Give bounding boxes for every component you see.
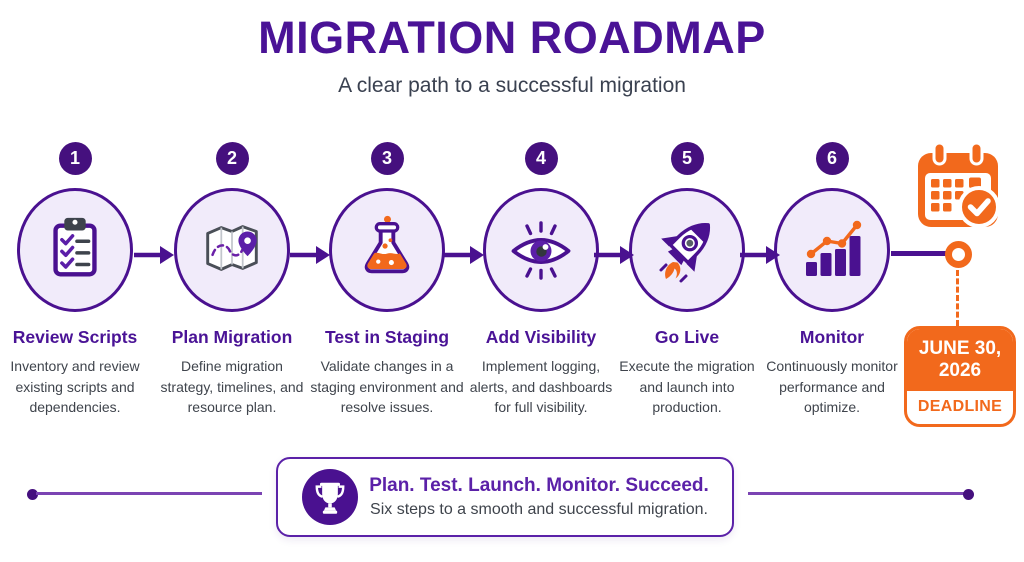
step-number-badge: 6 bbox=[815, 142, 849, 175]
step-description: Execute the migration and launch into pr… bbox=[619, 358, 755, 416]
arrow-right-icon bbox=[134, 246, 174, 264]
step-title: Monitor bbox=[799, 327, 865, 347]
step-description: Continuously monitor performance and opt… bbox=[766, 358, 898, 416]
calendar-check-icon bbox=[913, 141, 1005, 244]
step-add-visibility: 4 Add Visi bbox=[462, 142, 620, 418]
summary-subtext: Six steps to a smooth and successful mig… bbox=[370, 501, 708, 518]
map-route-icon bbox=[197, 213, 267, 288]
trophy-icon bbox=[302, 469, 358, 525]
flask-icon bbox=[352, 213, 422, 288]
deadline-date: JUNE 30, 2026 bbox=[907, 329, 1013, 391]
step-number-badge: 2 bbox=[215, 142, 249, 175]
page-title: MIGRATION ROADMAP bbox=[258, 12, 766, 63]
step-description: Implement logging, alerts, and dashboard… bbox=[469, 358, 613, 416]
arrow-right-icon bbox=[290, 246, 330, 264]
footer-rule-left-dot bbox=[27, 489, 38, 500]
step-description: Define migration strategy, timelines, an… bbox=[160, 358, 304, 416]
step-title: Plan Migration bbox=[171, 327, 293, 347]
arrow-right-icon bbox=[594, 246, 634, 264]
step-review-scripts: 1 Review Scripts Inventory and review ex… bbox=[0, 142, 154, 418]
step-description: Validate changes in a staging environmen… bbox=[310, 358, 464, 416]
summary-banner: Plan. Test. Launch. Monitor. Succeed. Si… bbox=[276, 457, 734, 537]
deadline-dashed-connector bbox=[956, 270, 959, 326]
step-icon-bubble bbox=[629, 188, 745, 312]
step-title: Add Visibility bbox=[485, 327, 597, 347]
step-number-badge: 3 bbox=[370, 142, 404, 175]
timeline-connector-line bbox=[891, 251, 948, 256]
step-number-badge: 5 bbox=[670, 142, 704, 175]
step-plan-migration: 2 Plan Migration Define migration strate… bbox=[153, 142, 311, 418]
summary-headline: Plan. Test. Launch. Monitor. Succeed. bbox=[369, 475, 709, 496]
step-icon-bubble bbox=[174, 188, 290, 312]
step-title: Go Live bbox=[654, 327, 720, 347]
step-icon-bubble bbox=[483, 188, 599, 312]
step-go-live: 5 Go Liv bbox=[608, 142, 766, 418]
arrow-right-icon bbox=[740, 246, 780, 264]
clipboard-checklist-icon bbox=[40, 213, 110, 288]
step-icon-bubble bbox=[774, 188, 890, 312]
arrow-right-icon bbox=[444, 246, 484, 264]
summary-text: Plan. Test. Launch. Monitor. Succeed. Si… bbox=[358, 475, 720, 519]
step-icon-bubble bbox=[17, 188, 133, 312]
rocket-icon bbox=[651, 212, 723, 289]
footer-rule-right-dot bbox=[963, 489, 974, 500]
step-monitor: 6 Monitor Continuously monitor performan… bbox=[753, 142, 911, 418]
step-test-in-staging: 3 Test in Staging Validate changes in a … bbox=[308, 142, 466, 418]
timeline-node-ring bbox=[945, 241, 972, 268]
step-number-badge: 1 bbox=[58, 142, 92, 175]
footer-rule-left bbox=[36, 492, 262, 495]
deadline-label: DEADLINE bbox=[917, 397, 1003, 415]
step-title: Review Scripts bbox=[12, 327, 138, 347]
step-description: Inventory and review existing scripts an… bbox=[10, 358, 140, 416]
step-icon-bubble bbox=[329, 188, 445, 312]
step-number-badge: 4 bbox=[524, 142, 558, 175]
bar-chart-trend-icon bbox=[796, 212, 868, 289]
step-title: Test in Staging bbox=[324, 327, 450, 347]
deadline-badge: JUNE 30, 2026 DEADLINE bbox=[904, 326, 1016, 427]
eye-icon bbox=[505, 212, 577, 289]
footer-rule-right bbox=[748, 492, 966, 495]
page-subtitle: A clear path to a successful migration bbox=[338, 74, 686, 97]
